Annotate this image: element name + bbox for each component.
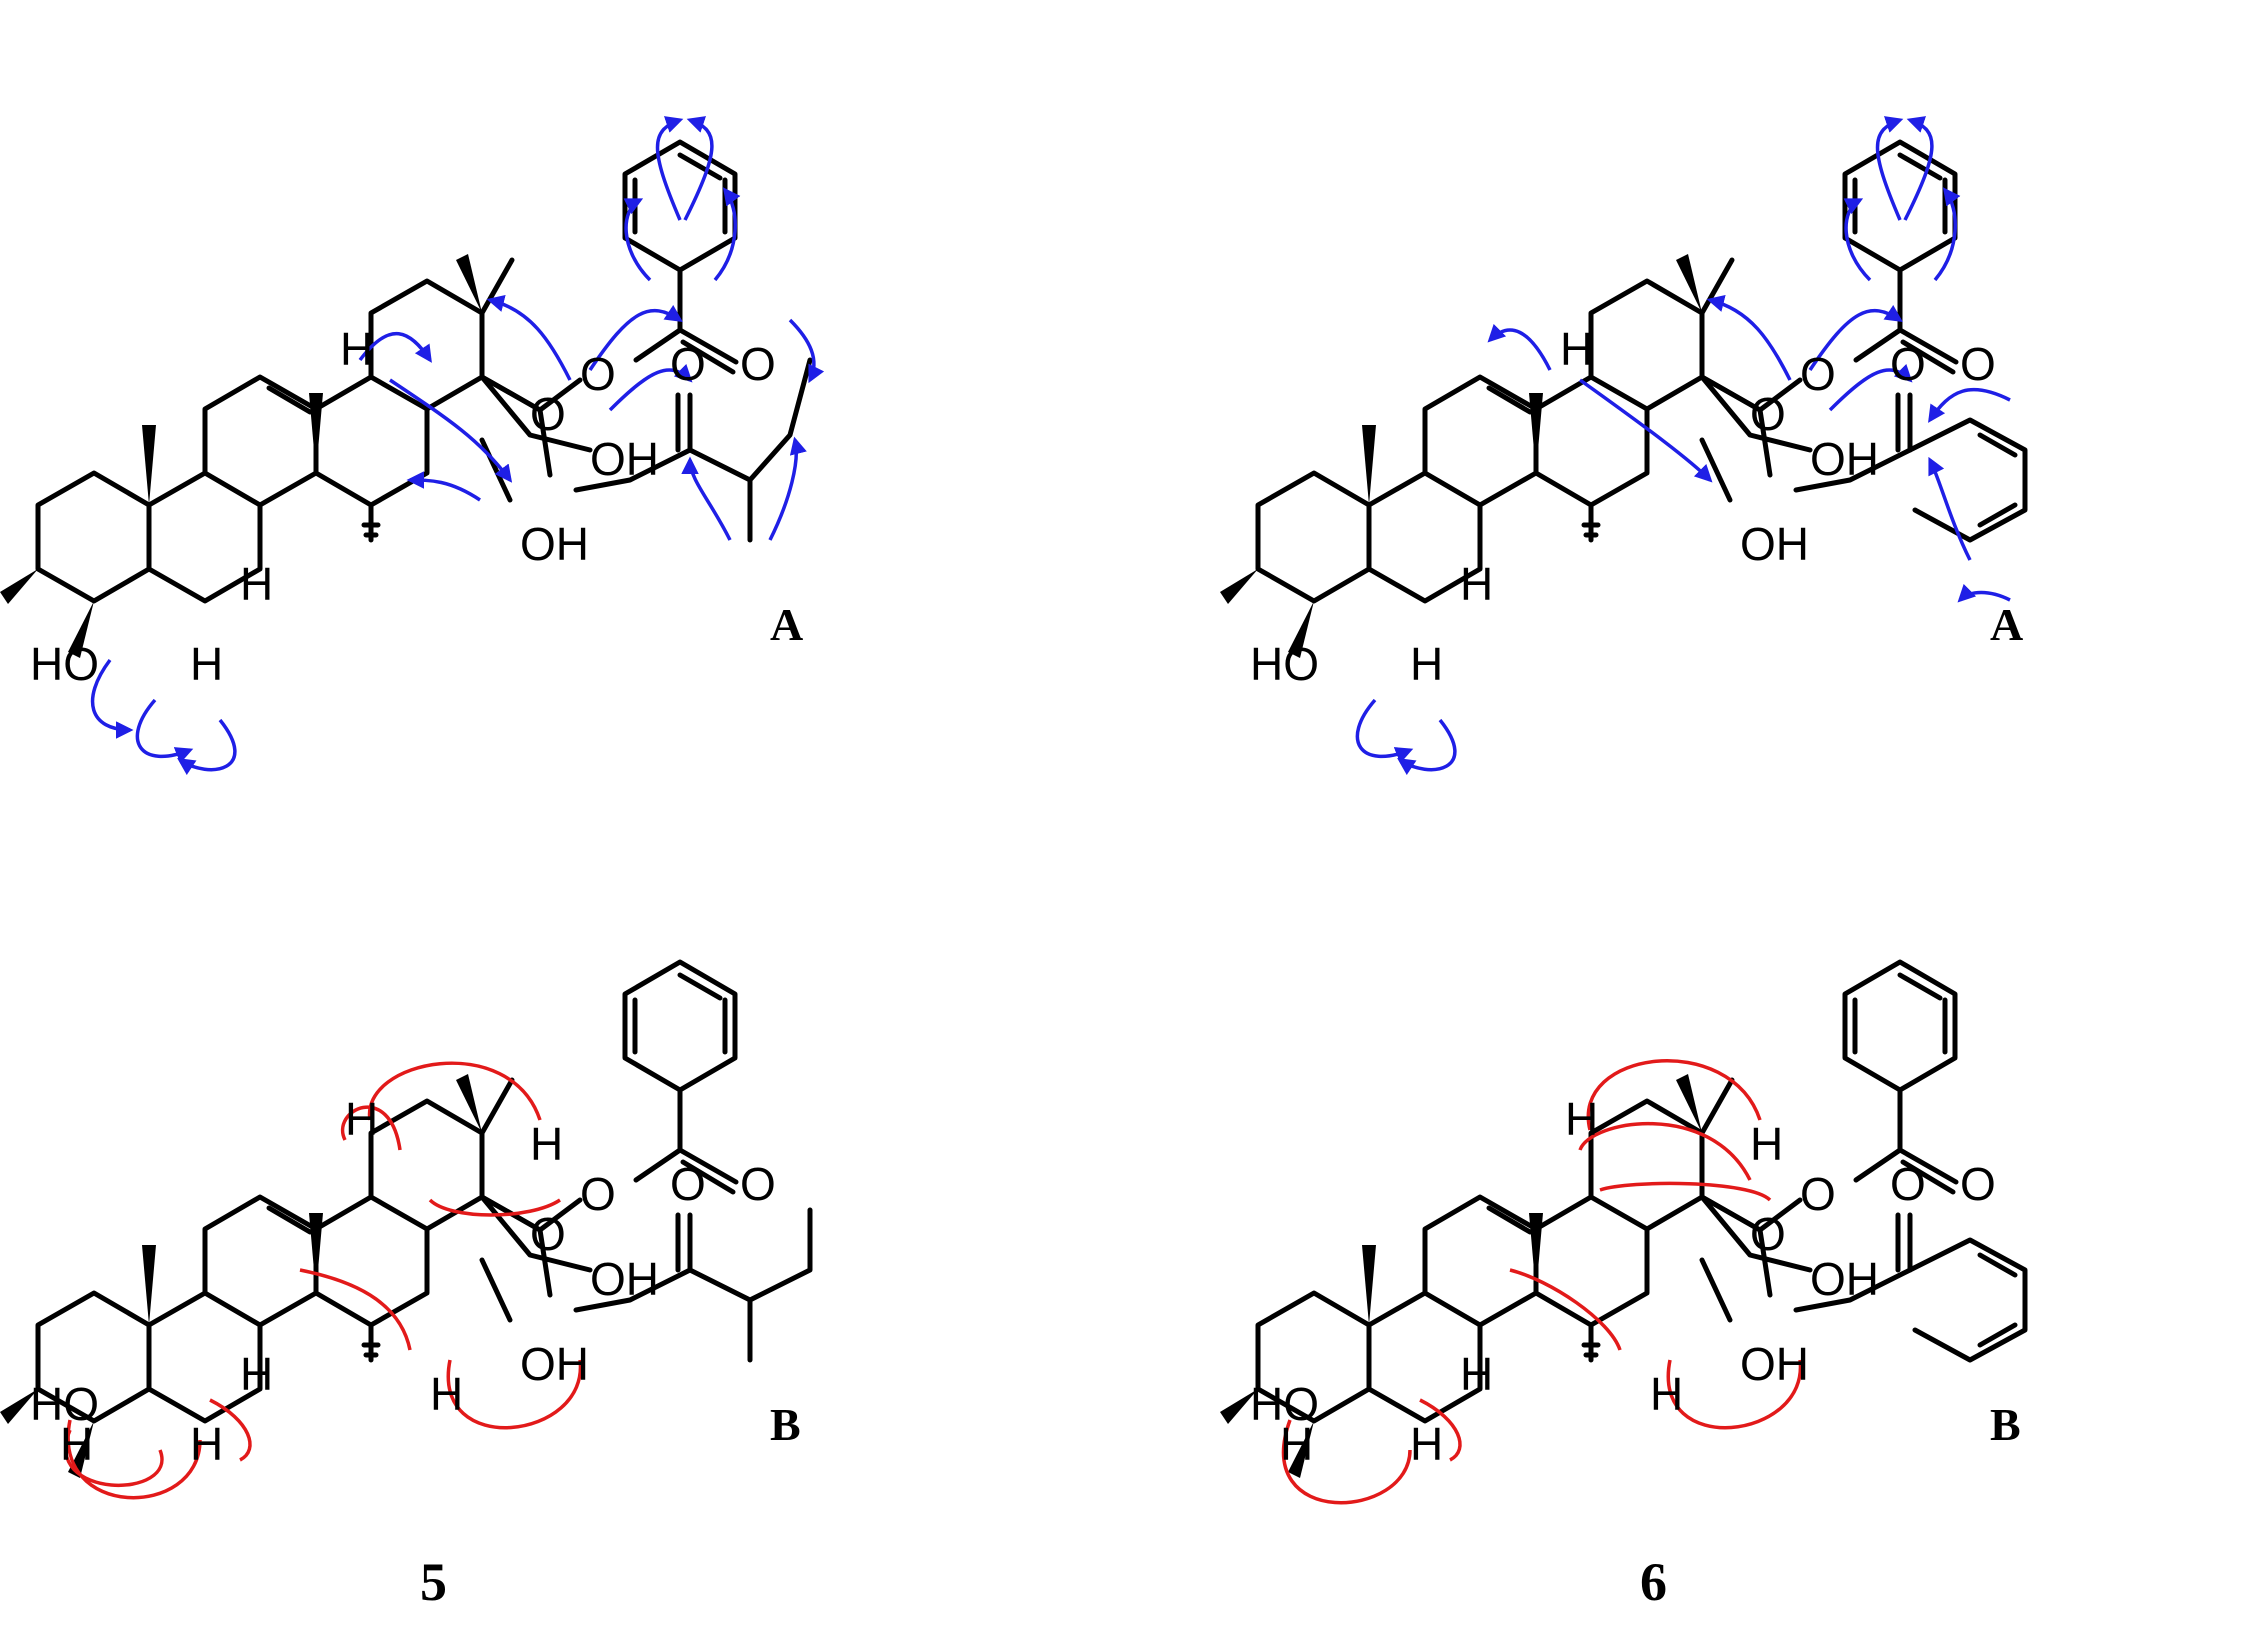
atom-oh-28: OH xyxy=(1810,433,1879,485)
atom-oh-28: OH xyxy=(590,1253,659,1305)
atom-ho-3: HO xyxy=(30,1378,99,1430)
atom-h-19: H xyxy=(1565,1093,1598,1145)
atom-h-19: H xyxy=(345,1093,378,1145)
atom-h-15: H xyxy=(1650,1368,1683,1420)
atom-o-22: O xyxy=(580,348,616,400)
atom-h-3: H xyxy=(60,1418,93,1470)
atom-h-9: H xyxy=(240,1348,273,1400)
atom-h-9: H xyxy=(240,558,273,610)
atom-o-22: O xyxy=(580,1168,616,1220)
panel-label-5A: A xyxy=(770,599,803,650)
atom-h-18: H xyxy=(1560,323,1593,375)
atom-h-9: H xyxy=(1460,558,1493,610)
atom-o-carbonyl-21: O xyxy=(670,1158,706,1210)
atom-h-5: H xyxy=(190,638,223,690)
atom-o-carbonyl-22: O xyxy=(740,1158,776,1210)
atom-o-21: O xyxy=(1750,1208,1786,1260)
atom-h-21: H xyxy=(530,1118,563,1170)
atom-h-9: H xyxy=(1460,1348,1493,1400)
atom-h-18: H xyxy=(340,323,373,375)
atom-oh-16: OH xyxy=(1740,518,1809,570)
atom-oh-16: OH xyxy=(1740,1338,1809,1390)
atom-h-15: H xyxy=(430,1368,463,1420)
atom-o-21: O xyxy=(530,388,566,440)
panel-label-5B: B xyxy=(770,1399,801,1450)
atom-o-21: O xyxy=(1750,388,1786,440)
atom-h-21: H xyxy=(1750,1118,1783,1170)
atom-oh-16: OH xyxy=(520,518,589,570)
atom-ho-3: HO xyxy=(1250,1378,1319,1430)
atom-o-carbonyl-22: O xyxy=(740,338,776,390)
atom-o-22: O xyxy=(1800,1168,1836,1220)
atom-oh-28: OH xyxy=(590,433,659,485)
compound-number-5: 5 xyxy=(420,1552,447,1612)
panel-5B: HO H H H H H H OH OH O O O O B 5 xyxy=(0,962,813,1612)
atom-o-carbonyl-22: O xyxy=(1960,1158,1996,1210)
panel-5A: HO H H H OH OH O O O O A xyxy=(0,116,825,776)
atom-h-3: H xyxy=(1280,1418,1313,1470)
atom-h-5: H xyxy=(1410,1418,1443,1470)
atom-oh-16: OH xyxy=(520,1338,589,1390)
atom-o-carbonyl-21: O xyxy=(670,338,706,390)
atom-o-21: O xyxy=(530,1208,566,1260)
panel-6A: HO H H H OH OH O O O O A xyxy=(1220,116,2028,776)
atom-o-carbonyl-21: O xyxy=(1890,338,1926,390)
panel-label-6A: A xyxy=(1990,599,2023,650)
panel-6B: HO H H H H H H OH OH O O O O B 6 xyxy=(1220,962,2028,1612)
atom-ho-3: HO xyxy=(30,638,99,690)
panel-label-6B: B xyxy=(1990,1399,2021,1450)
atom-h-5: H xyxy=(1410,638,1443,690)
atom-o-carbonyl-22: O xyxy=(1960,338,1996,390)
atom-h-5: H xyxy=(190,1418,223,1470)
compound-number-6: 6 xyxy=(1640,1552,1667,1612)
atom-o-carbonyl-21: O xyxy=(1890,1158,1926,1210)
atom-o-22: O xyxy=(1800,348,1836,400)
atom-ho-3: HO xyxy=(1250,638,1319,690)
atom-oh-28: OH xyxy=(1810,1253,1879,1305)
